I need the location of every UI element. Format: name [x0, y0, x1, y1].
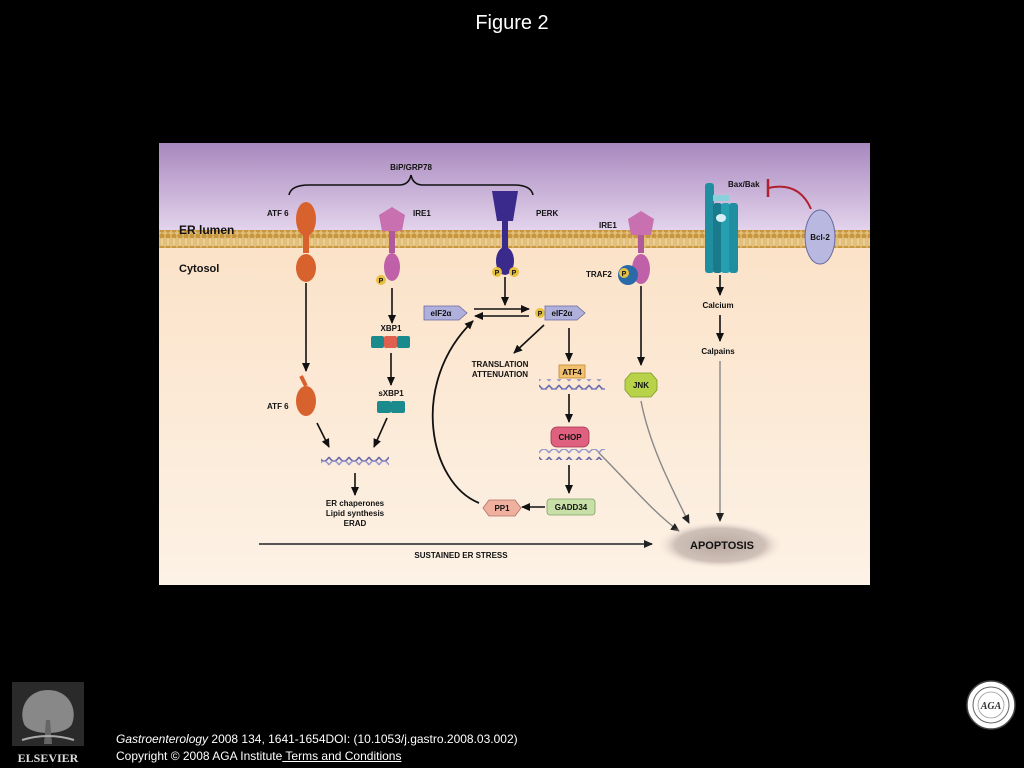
pp1-feedback-arrow [431, 320, 480, 504]
xbp1-label: XBP1 [381, 324, 402, 333]
perk-label: PERK [536, 209, 558, 218]
atf6-cleaved-label: ATF 6 [267, 402, 289, 411]
traf2-label: TRAF2 [586, 270, 612, 279]
bax-bak-label: Bax/Bak [728, 180, 760, 189]
gadd34-label: GADD34 [555, 503, 588, 512]
er-lumen-region [159, 143, 870, 238]
eif2a-left-label: eIF2α [431, 309, 452, 318]
ire1-b-label: IRE1 [599, 221, 617, 230]
perk-phospho-b-label: P [512, 270, 517, 277]
eif2a-left [423, 305, 468, 321]
atf6-to-dna-arrow [316, 422, 330, 448]
aga-seal: AGA [966, 680, 1016, 730]
perk-phospho-b [509, 267, 519, 277]
eif2a-phospho-label: P [538, 311, 543, 318]
chop-box [550, 426, 590, 448]
to-translation-arrow [513, 324, 545, 354]
atf4-dna [539, 379, 605, 390]
sxbp1-mrna [377, 401, 405, 413]
er-membrane [159, 230, 870, 248]
jnk-label: JNK [633, 381, 649, 390]
traf2-phospho [619, 268, 629, 278]
atf6-label: ATF 6 [267, 209, 289, 218]
slide-title: Figure 2 [475, 12, 549, 34]
bcl2-label: Bcl-2 [810, 233, 830, 242]
bax-bak-channel [705, 183, 738, 273]
atf6-cleaved [296, 386, 316, 416]
atf4-box [558, 364, 586, 379]
sustained-stress-label: SUSTAINED ER STRESS [414, 551, 508, 560]
pp1-label: PP1 [494, 504, 510, 513]
copyright-text: Copyright © 2008 AGA Institute [116, 749, 283, 763]
cytosol-label: Cytosol [179, 263, 219, 275]
atf4-label: ATF4 [562, 368, 582, 377]
bcl2-protein [804, 209, 836, 265]
citation-line-2: Copyright © 2008 AGA Institute Terms and… [116, 748, 518, 765]
elsevier-wordmark: ELSEVIER [18, 751, 79, 765]
atf6-sensor [296, 202, 316, 282]
terms-link[interactable]: Terms and Conditions [282, 749, 402, 763]
eif2a-phospho [535, 308, 545, 318]
perk-sensor [492, 191, 518, 275]
calcium-label: Calcium [702, 301, 733, 310]
bip-label: BiP/GRP78 [390, 163, 432, 172]
jnk-to-apoptosis-arrow [640, 400, 690, 524]
output-chaperones: ER chaperones [326, 499, 385, 508]
citation: Gastroenterology 2008 134, 1641-1654DOI:… [116, 731, 518, 765]
er-stress-diagram: ER lumen Cytosol BiP/GRP78 ATF 6 P IRE1 … [159, 143, 870, 585]
xbp1-mrna [371, 336, 410, 348]
aga-seal-text: AGA [980, 701, 1002, 712]
eif2a-right [544, 305, 586, 321]
apoptosis-label: APOPTOSIS [690, 540, 754, 552]
ire1-sensor [379, 207, 405, 281]
perk-phospho-a [492, 267, 502, 277]
journal-name: Gastroenterology [116, 732, 209, 746]
citation-line-1: Gastroenterology 2008 134, 1641-1654DOI:… [116, 731, 518, 748]
sxbp1-to-dna-arrow [373, 417, 388, 448]
apoptosis-ellipse [656, 521, 784, 569]
perk-phospho-a-label: P [495, 270, 500, 277]
calpains-label: Calpains [701, 347, 735, 356]
target-dna [321, 456, 389, 468]
translation-label-1: TRANSLATION [472, 360, 529, 369]
atf6-cleaved-tail [299, 375, 308, 387]
bcl2-inhibition-arc [767, 185, 812, 210]
jnk-box [624, 372, 658, 398]
chop-label: CHOP [558, 433, 582, 442]
chop-dna [539, 449, 605, 460]
traf2-phospho-label: P [622, 271, 627, 278]
gadd34-box [546, 498, 596, 516]
elsevier-logo: ELSEVIER [12, 682, 84, 765]
eif2a-right-label: eIF2α [552, 309, 573, 318]
ire1-label: IRE1 [413, 209, 431, 218]
citation-details: 2008 134, 1641-1654DOI: (10.1053/j.gastr… [208, 732, 518, 746]
output-erad: ERAD [344, 519, 367, 528]
translation-label-2: ATTENUATION [472, 370, 528, 379]
er-lumen-label: ER lumen [179, 223, 234, 237]
ire1-phospho [376, 275, 386, 285]
bip-bracket [288, 174, 534, 196]
chop-to-apoptosis-arrow [598, 452, 680, 532]
output-lipid: Lipid synthesis [326, 509, 385, 518]
sxbp1-label: sXBP1 [378, 389, 404, 398]
pp1-box [482, 499, 522, 517]
ire1-phospho-label: P [379, 278, 384, 285]
